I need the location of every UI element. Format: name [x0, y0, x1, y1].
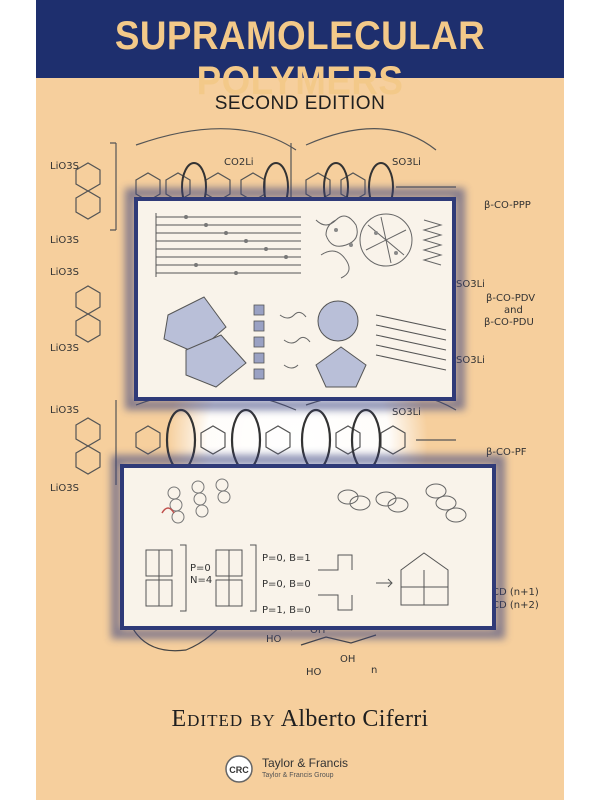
label-lio3s-4: LiO3S [50, 343, 79, 354]
publisher-group: Taylor & Francis Group [262, 772, 334, 779]
label-pdv: β-CO-PDV [486, 293, 535, 304]
label-so3li-3: SO3Li [456, 355, 485, 366]
inset-panel-top [125, 188, 465, 410]
publisher-name: Taylor & Francis [262, 756, 349, 770]
label-ho-1: HO [266, 634, 282, 645]
editor-credit: Edited by Alberto Ciferri [36, 706, 564, 733]
label-pe-2: P=0, B=0 [262, 579, 311, 590]
editor-prefix: Edited by [171, 706, 276, 732]
title-band: SUPRAMOLECULAR POLYMERS [36, 0, 564, 103]
label-so3li-2: SO3Li [456, 279, 485, 290]
label-lio3s-3: LiO3S [50, 267, 79, 278]
label-and: and [504, 305, 523, 316]
label-lio3s-1: LiO3S [50, 161, 79, 172]
inset-panel-bottom: P=0 N=4 P=0, B=1 P=0, B=0 P=1, B=0 [111, 455, 505, 639]
label-pdu: β-CO-PDU [484, 317, 534, 328]
crc-logo-text: CRC [229, 765, 249, 775]
crc-logo-icon: CRC [225, 755, 253, 783]
label-lio3s-2: LiO3S [50, 235, 79, 246]
label-pf: β-CO-PF [486, 447, 527, 458]
label-pe-1: P=0, B=1 [262, 553, 311, 564]
book-cover: SUPRAMOLECULAR POLYMERS SECOND EDITION [36, 0, 564, 800]
label-lio3s-6: LiO3S [50, 483, 79, 494]
editor-name: Alberto Ciferri [280, 706, 429, 732]
label-oh-2: OH [340, 654, 355, 665]
chem-structure-row-2 [75, 285, 101, 343]
label-n2: β-CD (n+2) [482, 600, 539, 611]
publisher-block: CRC Taylor & Francis Taylor & Francis Gr… [224, 752, 424, 788]
label-n4: N=4 [190, 575, 212, 586]
label-co2li: CO2Li [224, 157, 254, 168]
cover-artwork: LiO3S LiO3S LiO3S LiO3S LiO3S LiO3S CO2L… [50, 128, 539, 678]
book-title: SUPRAMOLECULAR POLYMERS [114, 14, 486, 103]
label-n: n [371, 665, 377, 676]
label-n1: β-CD (n+1) [482, 587, 539, 598]
label-p0: P=0 [190, 563, 211, 574]
label-lio3s-5: LiO3S [50, 405, 79, 416]
label-ppp: β-CO-PPP [484, 200, 531, 211]
label-so3li-4: SO3Li [392, 407, 421, 418]
label-ho-2: HO [306, 667, 322, 678]
edition-label: SECOND EDITION [214, 93, 386, 114]
label-pe-3: P=1, B=0 [262, 605, 311, 616]
label-so3li-1: SO3Li [392, 157, 421, 168]
